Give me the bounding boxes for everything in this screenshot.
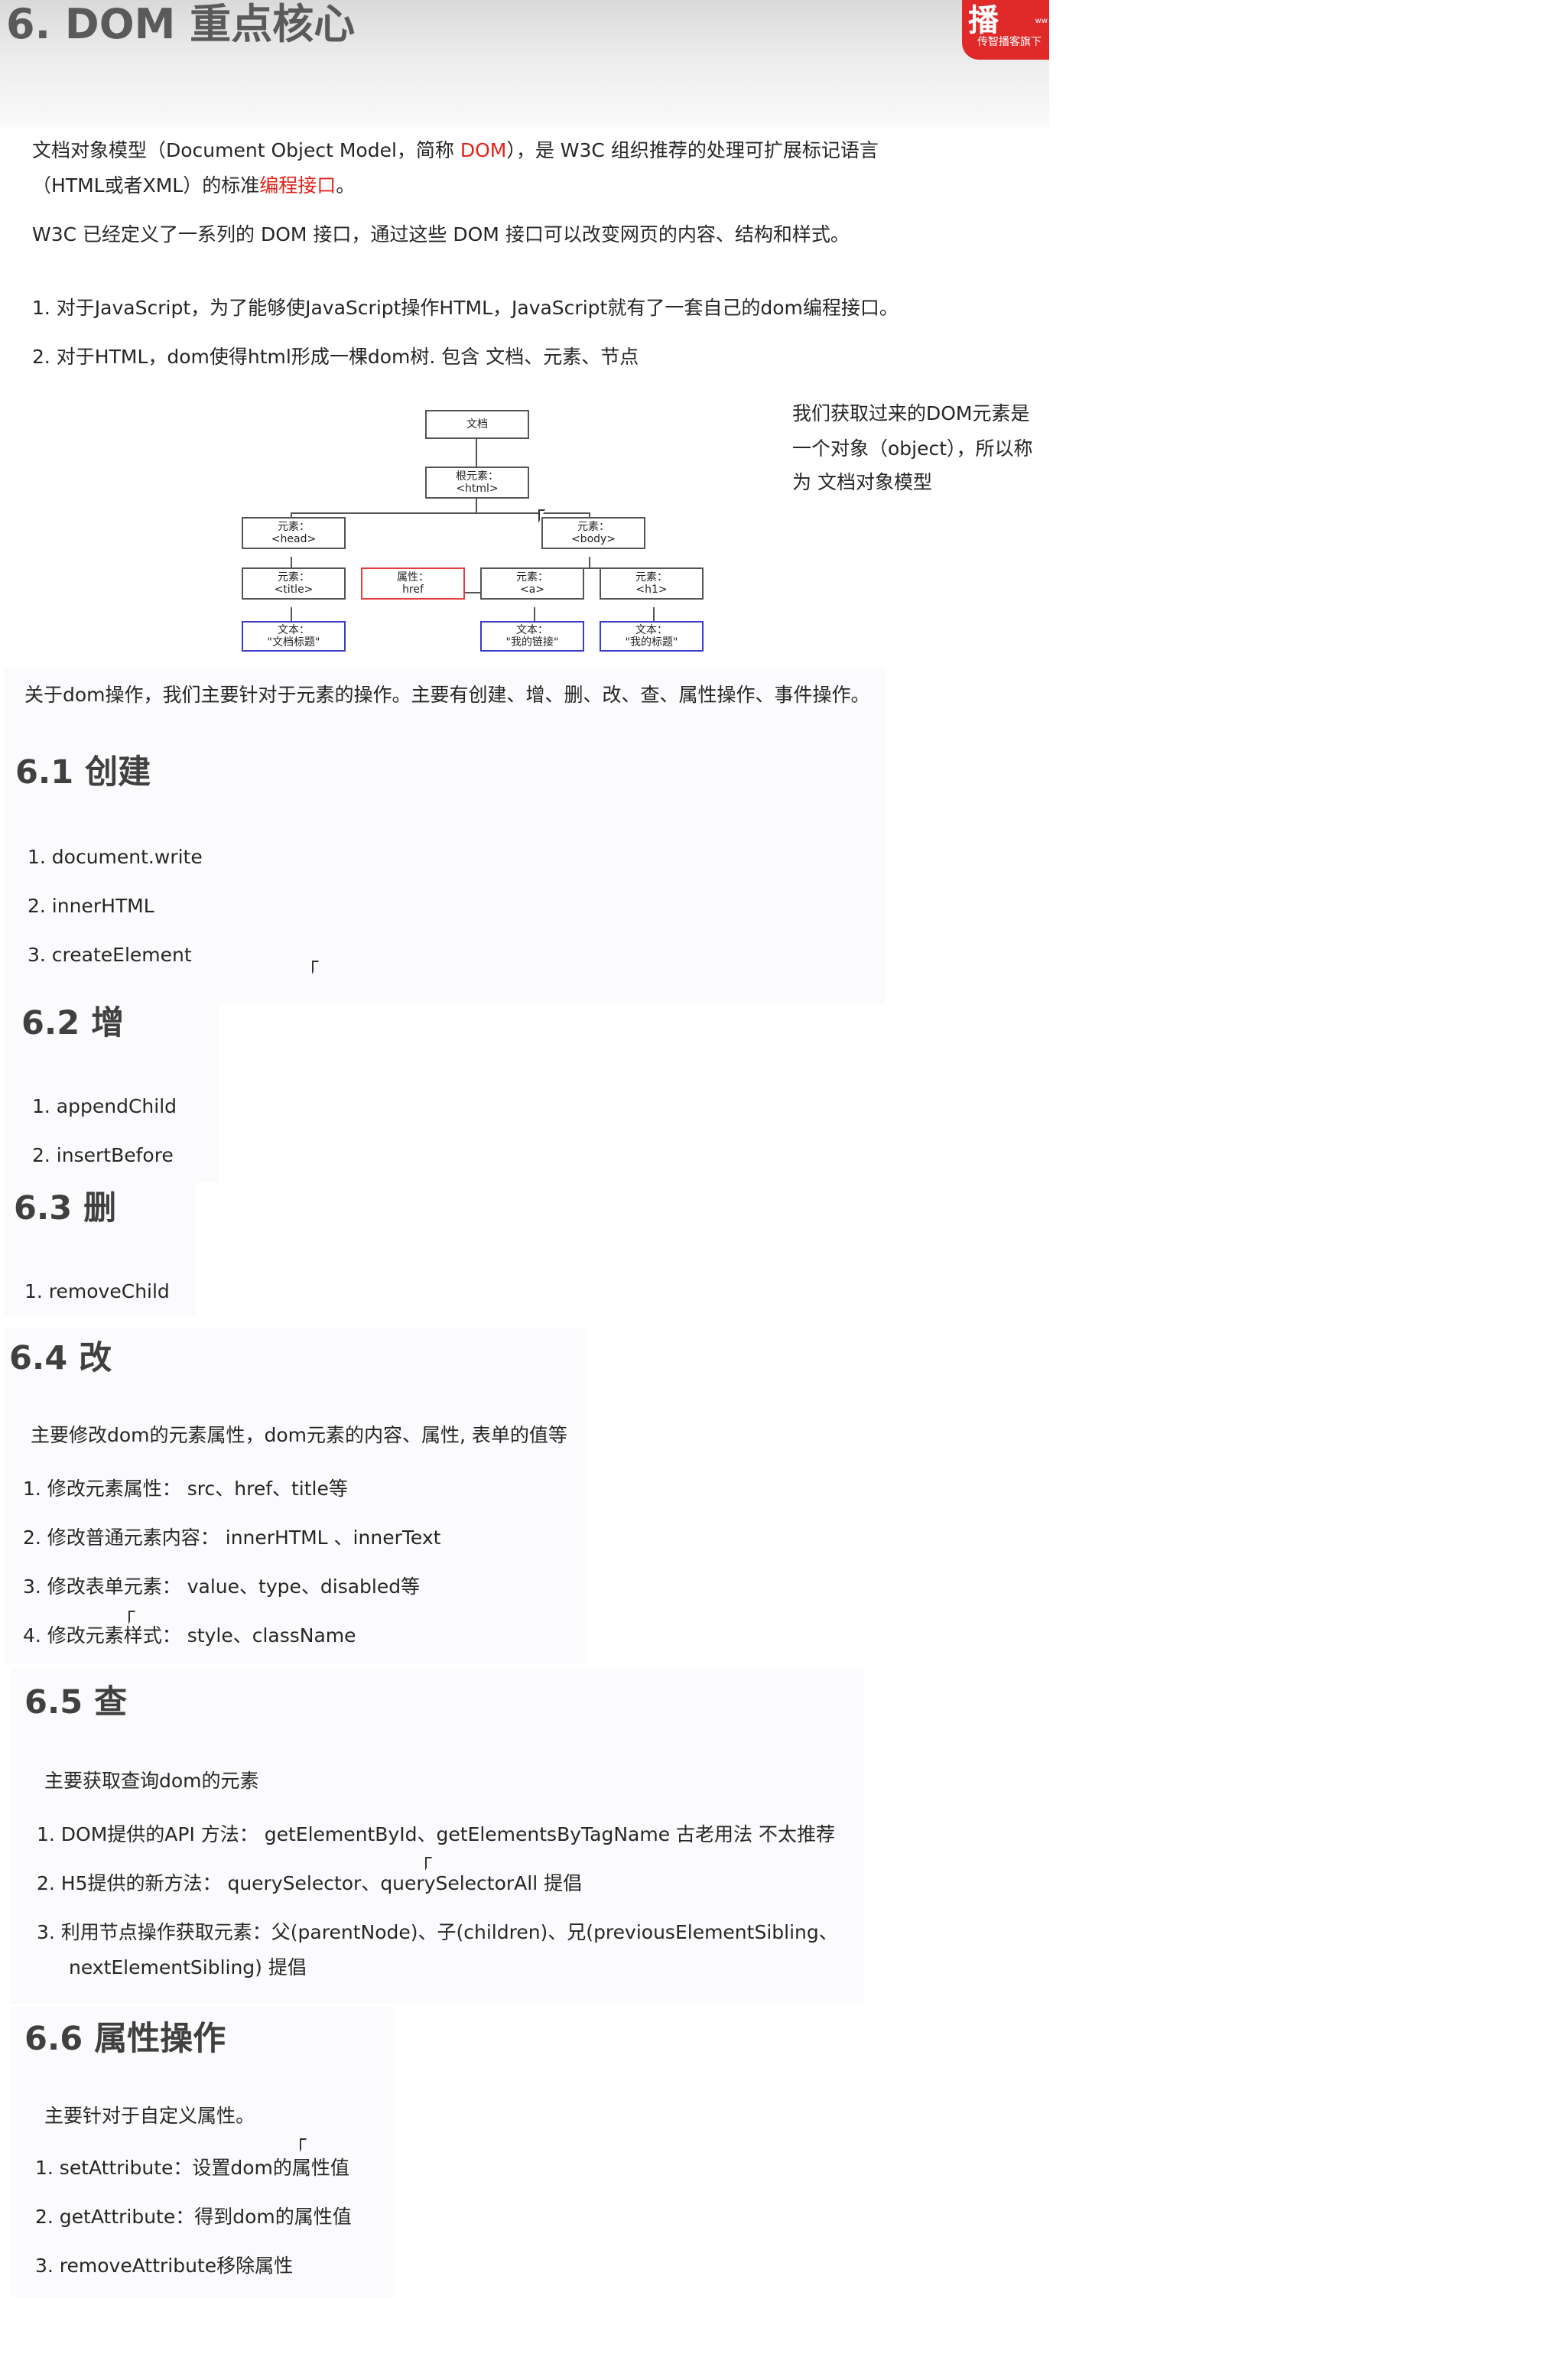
list-item: 2. insertBefore xyxy=(32,1144,174,1166)
heading-6-3: 6.3 删 xyxy=(14,1189,117,1227)
side-note-line-3: 为 文档对象模型 xyxy=(792,471,932,493)
node-h1-tag: <h1> xyxy=(635,584,668,596)
list-item: 2. H5提供的新方法： querySelector、querySelector… xyxy=(37,1872,583,1894)
list-item: 2. getAttribute：得到dom的属性值 xyxy=(35,2206,352,2228)
list-item: 2. innerHTML xyxy=(28,895,154,917)
logo: 播 ww 传智播客旗下 xyxy=(962,0,1049,60)
intro-point-1: 1. 对于JavaScript，为了能够使JavaScript操作HTML，Ja… xyxy=(32,297,899,319)
node-head-type: 元素： xyxy=(278,521,310,533)
section-6-4-desc: 主要修改dom的元素属性，dom元素的内容、属性, 表单的值等 xyxy=(31,1424,567,1446)
node-head-tag: <head> xyxy=(271,533,317,545)
node-text1-value: "文档标题" xyxy=(267,636,320,649)
section-6-2-panel xyxy=(5,1003,219,1182)
node-h1: 元素：<h1> xyxy=(600,567,704,600)
intro-api-highlight: 编程接口 xyxy=(259,174,336,197)
list-item: 3. 修改表单元素： value、type、disabled等 xyxy=(23,1575,421,1598)
intro-point-2: 2. 对于HTML，dom使得html形成一棵dom树. 包含 文档、元素、节点 xyxy=(32,346,639,368)
node-body-type: 元素： xyxy=(577,521,609,533)
list-item: 1. removeChild xyxy=(24,1280,170,1302)
node-document-label: 文档 xyxy=(466,418,488,431)
node-body: 元素：<body> xyxy=(541,517,645,549)
section-6-1-panel xyxy=(5,667,886,1003)
node-text-my-link: 文本："我的链接" xyxy=(480,621,584,652)
node-text1-type: 文本： xyxy=(278,624,310,636)
list-item-continuation: nextElementSibling) 提倡 xyxy=(69,1956,307,1978)
logo-small-text: ww xyxy=(1035,17,1048,25)
heading-6-4: 6.4 改 xyxy=(9,1339,112,1377)
intro-line-3: W3C 已经定义了一系列的 DOM 接口，通过这些 DOM 接口可以改变网页的内… xyxy=(32,223,850,245)
node-text2-value: "我的链接" xyxy=(505,636,559,649)
heading-6-2: 6.2 增 xyxy=(21,1004,125,1042)
intro-dom-highlight: DOM xyxy=(460,139,507,161)
node-html-tag: <html> xyxy=(456,483,499,495)
list-item: 2. 修改普通元素内容： innerHTML 、innerText xyxy=(23,1527,441,1549)
node-attr-name: href xyxy=(402,584,424,596)
node-document: 文档 xyxy=(425,410,529,439)
ops-summary: 关于dom操作，我们主要针对于元素的操作。主要有创建、增、删、改、查、属性操作、… xyxy=(24,684,870,706)
logo-mark: 播 xyxy=(968,3,999,38)
header-banner xyxy=(0,0,1049,128)
node-attr-type: 属性： xyxy=(397,571,429,584)
node-text-my-title: 文本："我的标题" xyxy=(600,621,704,652)
mouse-cursor-icon xyxy=(425,1857,432,1871)
heading-6-1: 6.1 创建 xyxy=(15,753,151,792)
mouse-cursor-icon xyxy=(300,2138,307,2152)
intro-line-2-pre: （HTML或者XML）的标准 xyxy=(32,174,260,197)
intro-line-1-post: ），是 W3C 组织推荐的处理可扩展标记语言 xyxy=(506,139,879,161)
node-attribute-href: 属性：href xyxy=(361,567,465,600)
node-text3-type: 文本： xyxy=(635,624,668,636)
node-text-doc-title: 文本："文档标题" xyxy=(242,621,346,652)
node-head: 元素：<head> xyxy=(242,517,346,549)
intro-line-1-pre: 文档对象模型（Document Object Model，简称 xyxy=(32,139,460,161)
mouse-cursor-icon xyxy=(128,1611,135,1624)
mouse-cursor-icon xyxy=(312,961,319,974)
node-h1-type: 元素： xyxy=(635,571,668,584)
section-6-6-desc: 主要针对于自定义属性。 xyxy=(44,2105,255,2127)
list-item: 1. appendChild xyxy=(32,1095,177,1117)
node-a-type: 元素： xyxy=(516,571,548,584)
node-a: 元素：<a> xyxy=(480,567,584,600)
section-6-5-desc: 主要获取查询dom的元素 xyxy=(44,1770,259,1792)
list-item: 1. DOM提供的API 方法： getElementById、getEleme… xyxy=(37,1823,835,1845)
section-6-3-panel xyxy=(5,1182,196,1317)
section-6-5-panel xyxy=(11,1667,864,2004)
section-6-6-panel xyxy=(11,2007,393,2297)
node-title-tag: <title> xyxy=(274,584,314,596)
node-title-type: 元素： xyxy=(278,571,310,584)
list-item: 3. removeAttribute移除属性 xyxy=(35,2255,294,2277)
intro-line-2-post: 。 xyxy=(336,174,356,197)
mouse-cursor-icon xyxy=(538,509,545,523)
list-item: 4. 修改元素样式： style、className xyxy=(23,1624,356,1647)
side-note-line-1: 我们获取过来的DOM元素是 xyxy=(792,402,1030,424)
list-item: 3. createElement xyxy=(28,944,192,966)
heading-6-5: 6.5 查 xyxy=(24,1683,128,1722)
dom-tree-diagram: 文档 根元素：<html> 元素：<head> 元素：<body> 元素：<ti… xyxy=(239,405,710,658)
section-6-4-panel xyxy=(5,1328,586,1664)
list-item: 1. document.write xyxy=(28,846,203,868)
list-item: 3. 利用节点操作获取元素：父(parentNode)、子(children)、… xyxy=(37,1921,838,1943)
node-text3-value: "我的标题" xyxy=(625,636,678,649)
node-html-type: 根元素： xyxy=(456,470,499,483)
page-title: 6. DOM 重点核心 xyxy=(6,0,356,48)
list-item: 1. setAttribute：设置dom的属性值 xyxy=(35,2157,349,2179)
node-html: 根元素：<html> xyxy=(425,467,529,499)
intro-line-1: 文档对象模型（Document Object Model，简称 DOM），是 W… xyxy=(32,138,879,164)
intro-line-2: （HTML或者XML）的标准编程接口。 xyxy=(32,173,355,199)
heading-6-6: 6.6 属性操作 xyxy=(24,2020,226,2058)
node-body-tag: <body> xyxy=(570,533,616,545)
logo-subtitle: 传智播客旗下 xyxy=(977,36,1042,48)
node-title: 元素：<title> xyxy=(242,567,346,600)
list-item: 1. 修改元素属性： src、href、title等 xyxy=(23,1478,348,1500)
node-text2-type: 文本： xyxy=(516,624,548,636)
side-note-line-2: 一个对象（object），所以称 xyxy=(792,437,1033,460)
node-a-tag: <a> xyxy=(519,584,545,596)
